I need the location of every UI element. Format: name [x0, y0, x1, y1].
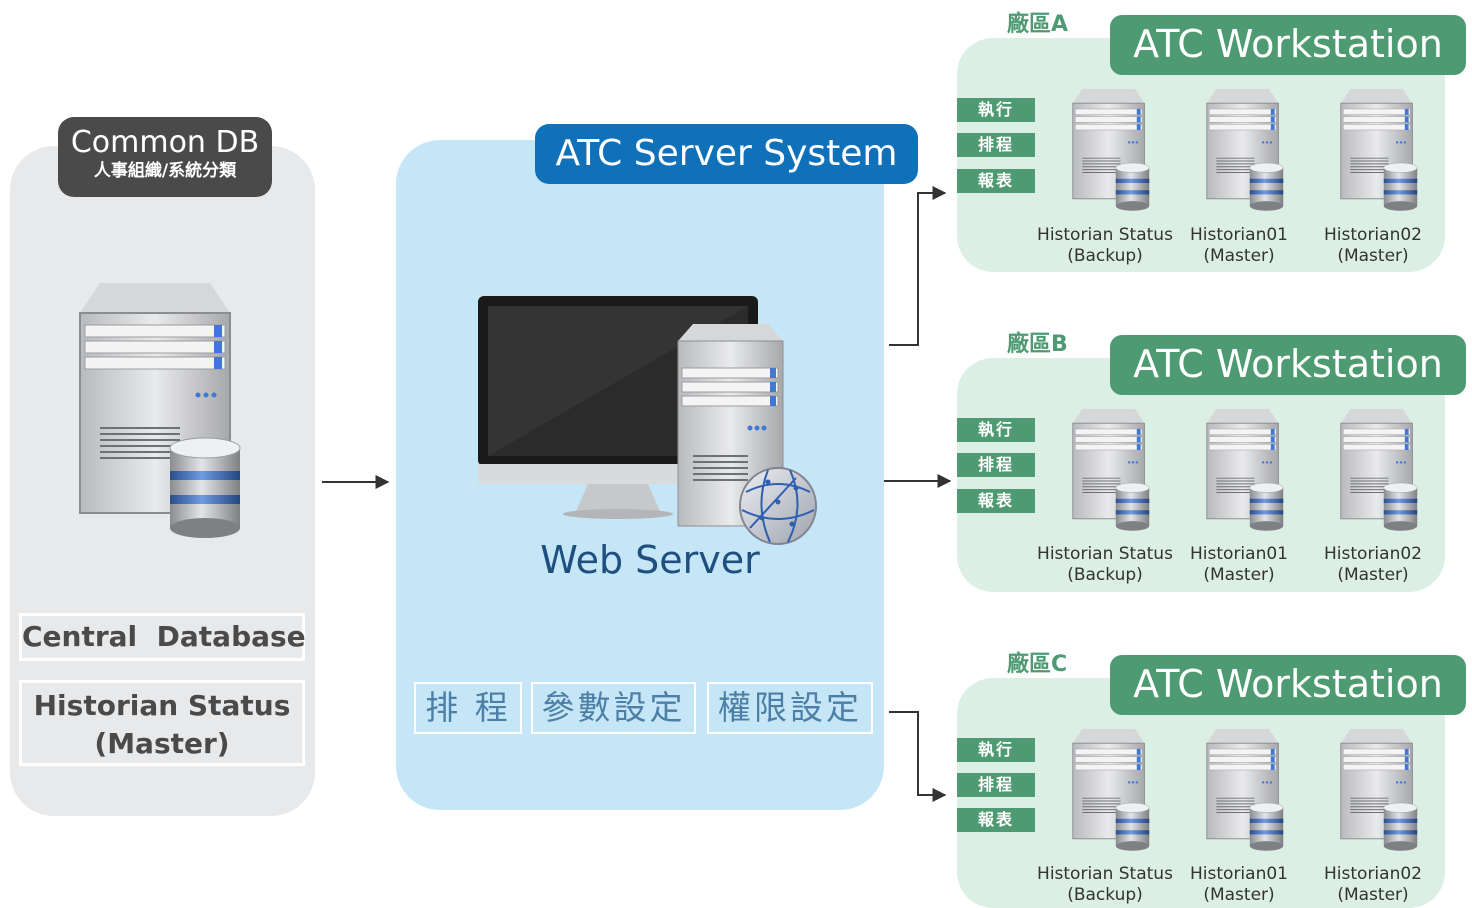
report-button-a[interactable]: 報表	[957, 169, 1035, 193]
permission-settings-button[interactable]: 權限設定	[707, 682, 873, 734]
historian-status-server-icon	[1072, 88, 1150, 212]
historian02-server-icon	[1340, 88, 1418, 212]
historian02-label-b: Historian02 (Master)	[1298, 544, 1448, 586]
arrow-server-to-area-c	[889, 711, 947, 802]
historian-status-server-icon	[1072, 728, 1150, 852]
area-label-b: 廠區B	[1007, 332, 1068, 357]
central-database-box: Central Database	[19, 613, 306, 661]
historian-status-master-box: Historian Status (Master)	[19, 680, 305, 766]
common-db-title-text: Common DB	[70, 125, 260, 160]
historian-status-role: (Master)	[94, 727, 230, 760]
report-button-c[interactable]: 報表	[957, 808, 1035, 832]
historian01-label-a: Historian01 (Master)	[1164, 225, 1314, 267]
server-role: (Backup)	[1067, 885, 1143, 905]
historian-status-label-c: Historian Status (Backup)	[1030, 864, 1180, 906]
historian01-server-icon	[1206, 88, 1284, 212]
server-name: Historian02	[1324, 225, 1422, 245]
server-role: (Master)	[1337, 885, 1409, 905]
server-role: (Backup)	[1067, 246, 1143, 266]
server-name: Historian Status	[1037, 225, 1173, 245]
schedule-button[interactable]: 排 程	[414, 682, 522, 734]
historian-status-label: Historian Status	[33, 689, 291, 722]
historian01-server-icon	[1206, 728, 1284, 852]
historian02-server-icon	[1340, 408, 1418, 532]
historian-status-label-a: Historian Status (Backup)	[1030, 225, 1180, 267]
report-button-b[interactable]: 報表	[957, 489, 1035, 513]
server-name: Historian02	[1324, 864, 1422, 884]
schedule-button-c[interactable]: 排程	[957, 773, 1035, 797]
workstation-title-c: ATC Workstation	[1110, 655, 1466, 715]
workstation-title-b: ATC Workstation	[1110, 335, 1466, 395]
server-name: Historian02	[1324, 544, 1422, 564]
arrow-server-to-area-a	[889, 186, 947, 346]
globe-icon	[739, 467, 817, 545]
historian-status-server-icon	[1072, 408, 1150, 532]
schedule-button-a[interactable]: 排程	[957, 133, 1035, 157]
historian01-label-b: Historian01 (Master)	[1164, 544, 1314, 586]
server-role: (Backup)	[1067, 565, 1143, 585]
server-name: Historian01	[1190, 544, 1288, 564]
server-role: (Master)	[1203, 246, 1275, 266]
historian01-label-c: Historian01 (Master)	[1164, 864, 1314, 906]
area-label-a: 廠區A	[1007, 12, 1069, 37]
historian02-label-a: Historian02 (Master)	[1298, 225, 1448, 267]
common-db-title: Common DB 人事組織/系統分類	[58, 117, 272, 197]
historian-status-label-b: Historian Status (Backup)	[1030, 544, 1180, 586]
server-name: Historian01	[1190, 864, 1288, 884]
server-role: (Master)	[1203, 565, 1275, 585]
workstation-title-a: ATC Workstation	[1110, 15, 1466, 75]
server-role: (Master)	[1337, 565, 1409, 585]
schedule-button-b[interactable]: 排程	[957, 453, 1035, 477]
server-system-title: ATC Server System	[535, 124, 918, 184]
web-server-illustration	[478, 296, 817, 545]
parameter-settings-button[interactable]: 參數設定	[531, 682, 696, 734]
execute-button-c[interactable]: 執行	[957, 738, 1035, 762]
central-database-label: Central Database	[22, 620, 306, 653]
server-name: Historian Status	[1037, 544, 1173, 564]
server-name: Historian Status	[1037, 864, 1173, 884]
server-role: (Master)	[1337, 246, 1409, 266]
historian02-label-c: Historian02 (Master)	[1298, 864, 1448, 906]
server-name: Historian01	[1190, 225, 1288, 245]
common-db-subtitle: 人事組織/系統分類	[93, 161, 237, 181]
historian02-server-icon	[1340, 728, 1418, 852]
execute-button-a[interactable]: 執行	[957, 98, 1035, 122]
execute-button-b[interactable]: 執行	[957, 418, 1035, 442]
historian01-server-icon	[1206, 408, 1284, 532]
web-server-label: Web Server	[540, 538, 760, 582]
server-role: (Master)	[1203, 885, 1275, 905]
area-label-c: 廠區C	[1007, 652, 1068, 677]
